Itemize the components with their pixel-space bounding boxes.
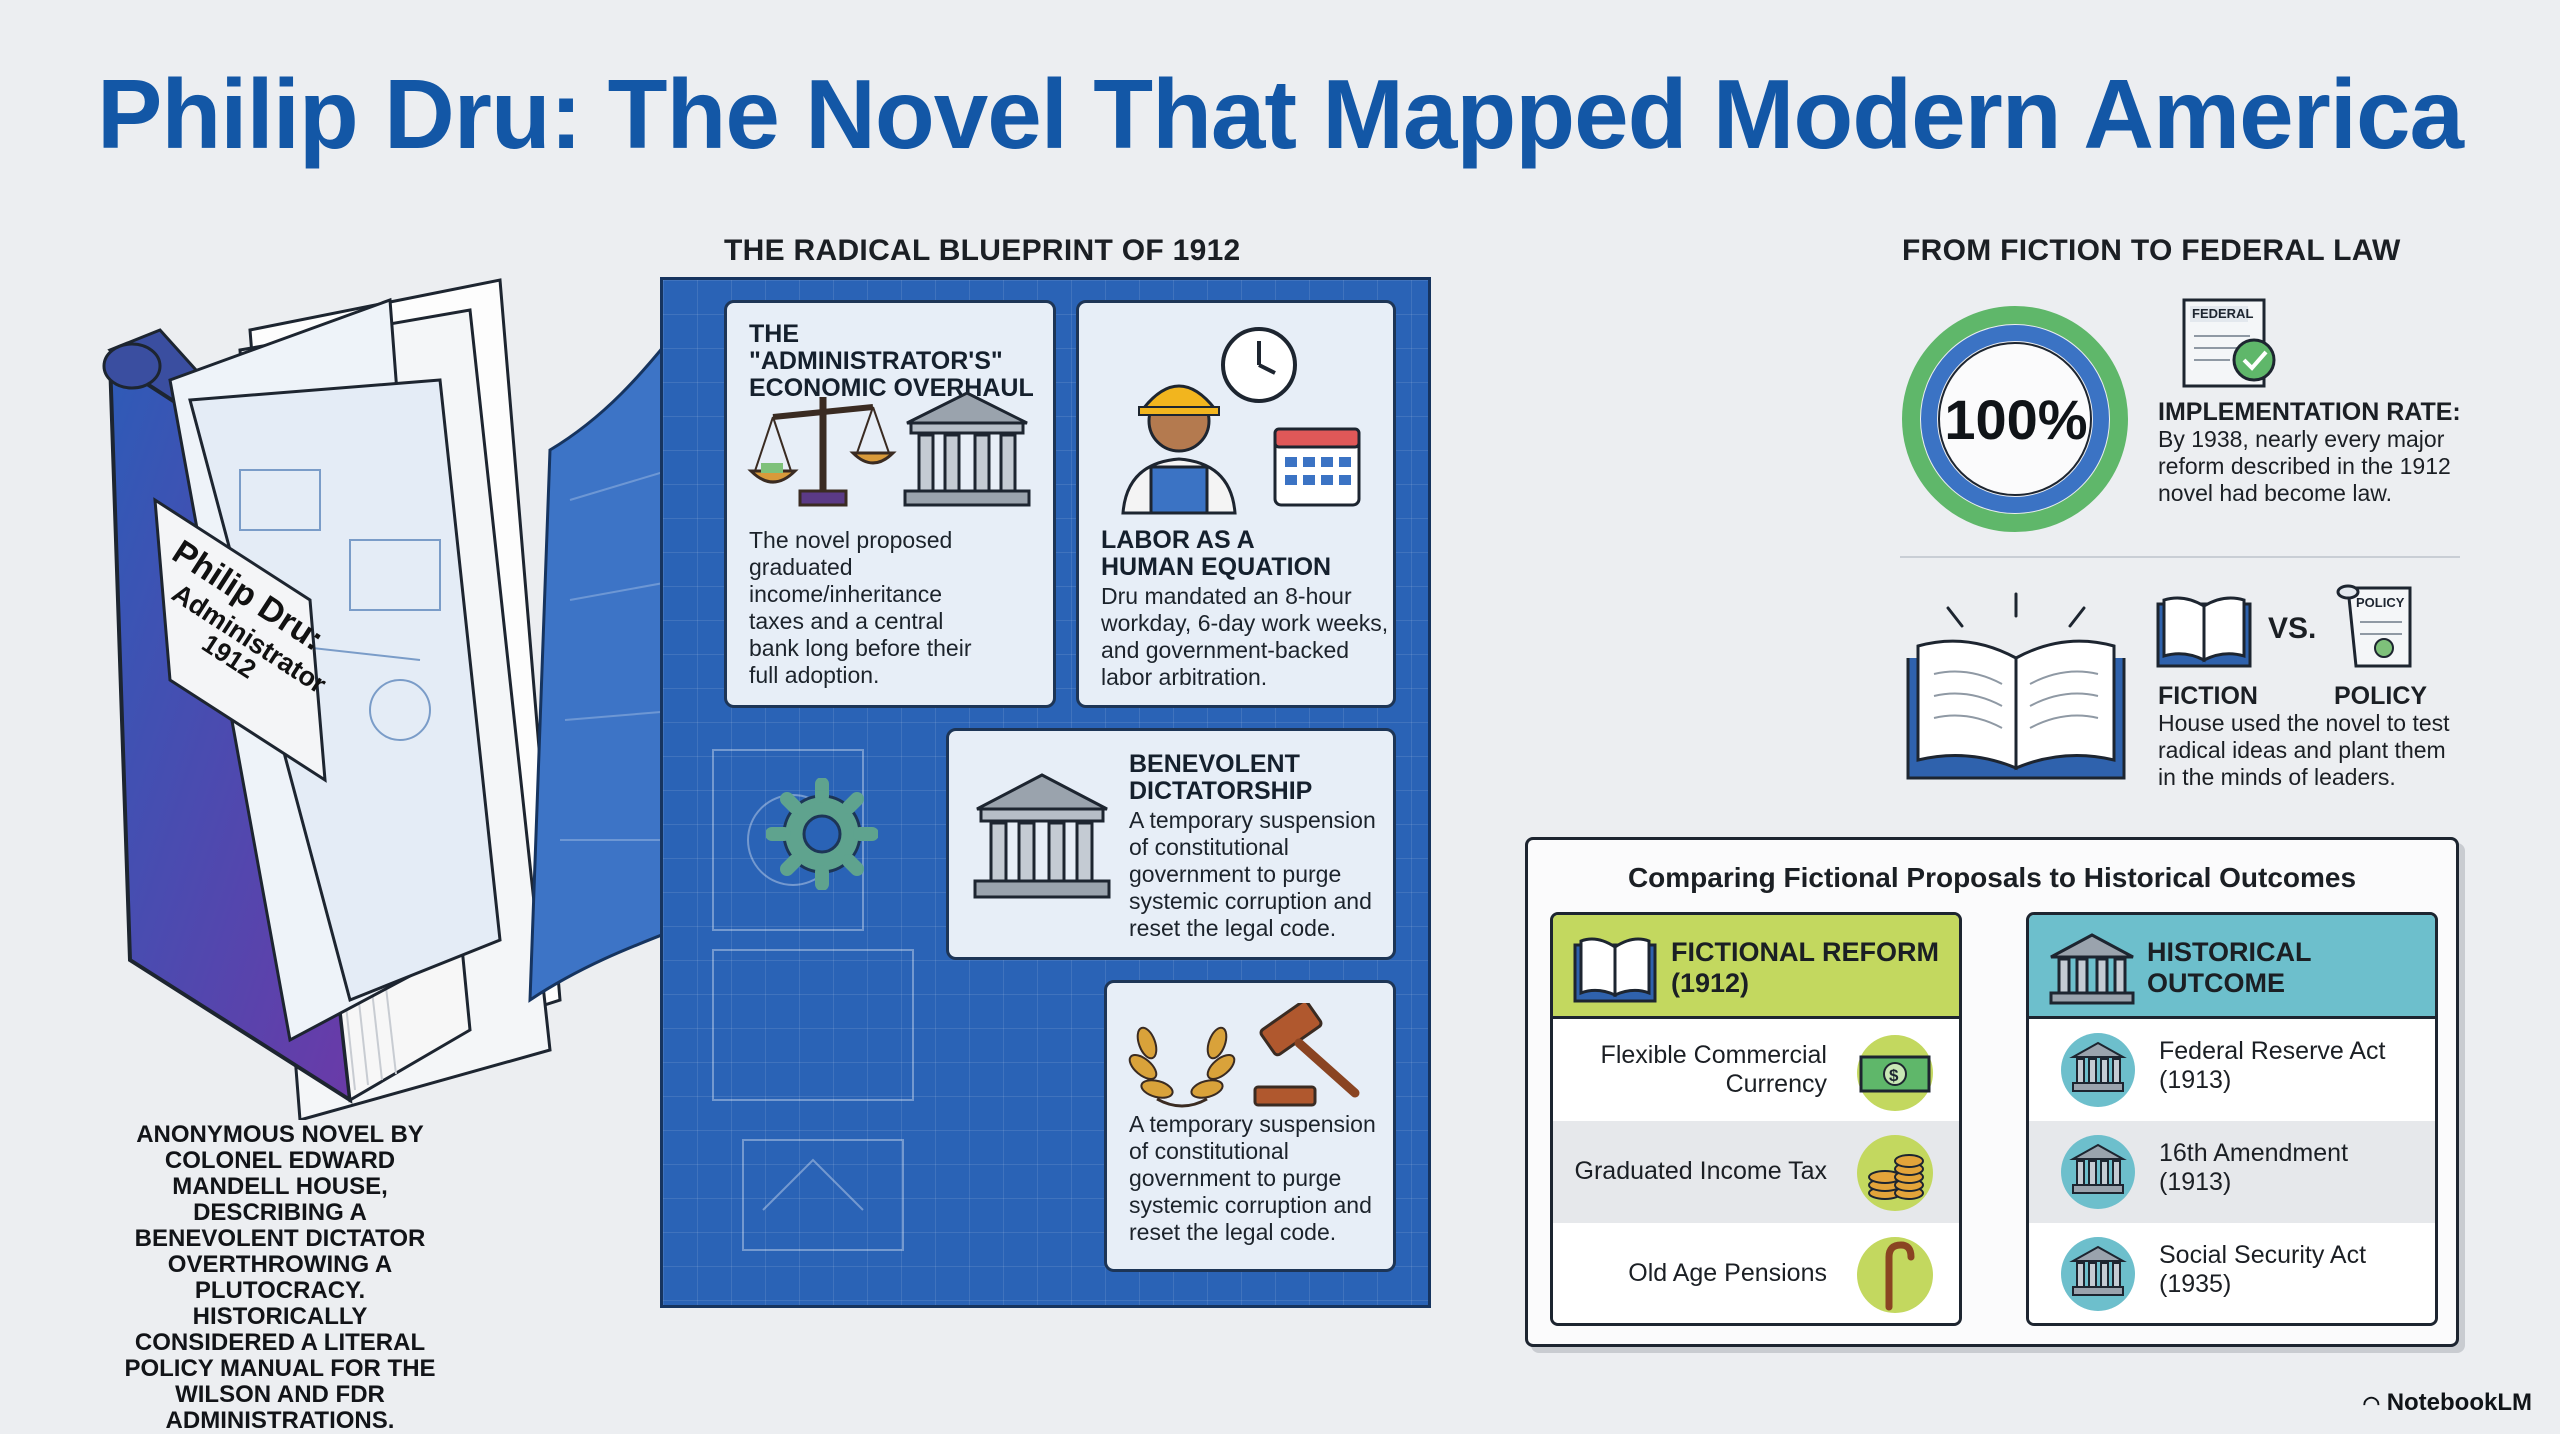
clock-icon (1221, 327, 1297, 403)
card-justice: A temporary suspension of constitutional… (1104, 980, 1396, 1272)
fiction-label: FICTION (2158, 682, 2258, 710)
blueprint-heading: THE RADICAL BLUEPRINT OF 1912 (724, 234, 1241, 267)
worker-icon (1121, 384, 1237, 515)
historical-outcome-header: HISTORICAL OUTCOME (2029, 915, 2435, 1019)
fiction-row-pensions-text: Old Age Pensions (1628, 1259, 1827, 1287)
outcome-row-federal-reserve: Federal Reserve Act (1913) (2029, 1019, 2435, 1121)
notebooklm-logo: ◠ NotebookLM (2363, 1389, 2532, 1417)
card-dictatorship-body: A temporary suspension of constitutional… (1129, 807, 1376, 941)
card-economic-title: THE "ADMINISTRATOR'S" ECONOMIC OVERHAUL (749, 320, 1034, 402)
fiction-row-pensions: Old Age Pensions (1553, 1223, 1959, 1323)
svg-text:$: $ (1889, 1066, 1899, 1085)
currency-icon: $ (1857, 1035, 1933, 1111)
fictional-reform-header: FICTIONAL REFORM (1912) (1553, 915, 1959, 1019)
notebooklm-logo-icon: ◠ (2362, 1393, 2381, 1415)
fiction-row-currency: Flexible Commercial Currency $ (1553, 1019, 1959, 1121)
fiction-row-currency-text: Flexible Commercial Currency (1600, 1041, 1827, 1098)
book-description: ANONYMOUS NOVEL BY COLONEL EDWARD MANDEL… (124, 1121, 436, 1434)
comparison-title: Comparing Fictional Proposals to Histori… (1627, 862, 2357, 893)
courthouse-icon (2049, 933, 2135, 1005)
page-title: Philip Dru: The Novel That Mapped Modern… (97, 59, 2464, 169)
fictional-reform-title: FICTIONAL REFORM (1912) (1671, 937, 1939, 998)
card-dictatorship: BENEVOLENT DICTATORSHIP A temporary susp… (946, 728, 1396, 960)
outcome-row-social-security-text: Social Security Act (1935) (2159, 1241, 2367, 1298)
outcome-row-federal-reserve-text: Federal Reserve Act (1913) (2159, 1037, 2386, 1094)
policy-scroll-icon: POLICY (2336, 584, 2412, 668)
book-icon (1573, 937, 1657, 1003)
bank-icon (2061, 1237, 2135, 1311)
notebooklm-logo-text: NotebookLM (2386, 1389, 2532, 1416)
policy-label: POLICY (2334, 682, 2428, 710)
implementation-label: IMPLEMENTATION RATE: (2158, 398, 2461, 426)
blueprint-flow (528, 300, 700, 1003)
outcome-row-16th-amendment: 16th Amendment (1913) (2029, 1121, 2435, 1223)
fiction-row-income-tax: Graduated Income Tax (1553, 1121, 1959, 1223)
implementation-ring (1902, 306, 2128, 532)
right-heading: FROM FICTION TO FEDERAL LAW (1902, 234, 2401, 267)
card-dictatorship-title: BENEVOLENT DICTATORSHIP (1129, 750, 1313, 805)
section-divider (1900, 556, 2460, 558)
scales-icon (747, 397, 897, 507)
card-economic-body: The novel proposed graduated income/inhe… (749, 527, 972, 688)
comparison-panel: Comparing Fictional Proposals to Histori… (1525, 837, 2459, 1347)
card-justice-body: A temporary suspension of constitutional… (1129, 1111, 1376, 1245)
calendar-icon (1273, 427, 1361, 507)
vs-label: VS. (2268, 612, 2317, 645)
cane-icon (1857, 1237, 1933, 1313)
bank-icon (2061, 1135, 2135, 1209)
historical-outcome-title: HISTORICAL OUTCOME (2147, 937, 2312, 998)
outcome-row-16th-amendment-text: 16th Amendment (1913) (2159, 1139, 2349, 1196)
fictional-reform-column: FICTIONAL REFORM (1912) Flexible Commerc… (1550, 912, 1962, 1326)
federal-doc-label: FEDERAL (2192, 306, 2253, 321)
card-labor-title: LABOR AS A HUMAN EQUATION (1101, 526, 1332, 581)
card-labor: LABOR AS A HUMAN EQUATION Dru mandated a… (1076, 300, 1396, 708)
bank-icon (2061, 1033, 2135, 1107)
implementation-percent: 100% (1944, 388, 2088, 451)
policy-doc-label: POLICY (2356, 595, 2405, 610)
fiction-book-icon (2156, 596, 2252, 668)
book-illustration: Philip Dru: Administrator 1912 (102, 278, 562, 1120)
government-building-icon (973, 773, 1111, 899)
open-book-icon (1906, 592, 2126, 780)
historical-outcome-column: HISTORICAL OUTCOME Federal Reserve Act (… (2026, 912, 2438, 1326)
laurel-wreath-icon (1128, 1026, 1236, 1108)
fiction-policy-text: House used the novel to test radical ide… (2158, 710, 2450, 790)
fiction-row-income-tax-text: Graduated Income Tax (1574, 1157, 1827, 1185)
gear-icon (766, 778, 878, 890)
bank-icon (903, 391, 1031, 507)
card-labor-body: Dru mandated an 8-hour workday, 6-day wo… (1101, 583, 1389, 690)
gavel-icon (1253, 1003, 1360, 1107)
card-economic-overhaul: THE "ADMINISTRATOR'S" ECONOMIC OVERHAUL … (724, 300, 1056, 708)
coins-icon (1857, 1135, 1933, 1211)
outcome-row-social-security: Social Security Act (1935) (2029, 1223, 2435, 1323)
implementation-text: By 1938, nearly every major reform descr… (2158, 426, 2451, 506)
federal-document-icon: FEDERAL (2182, 298, 2276, 388)
